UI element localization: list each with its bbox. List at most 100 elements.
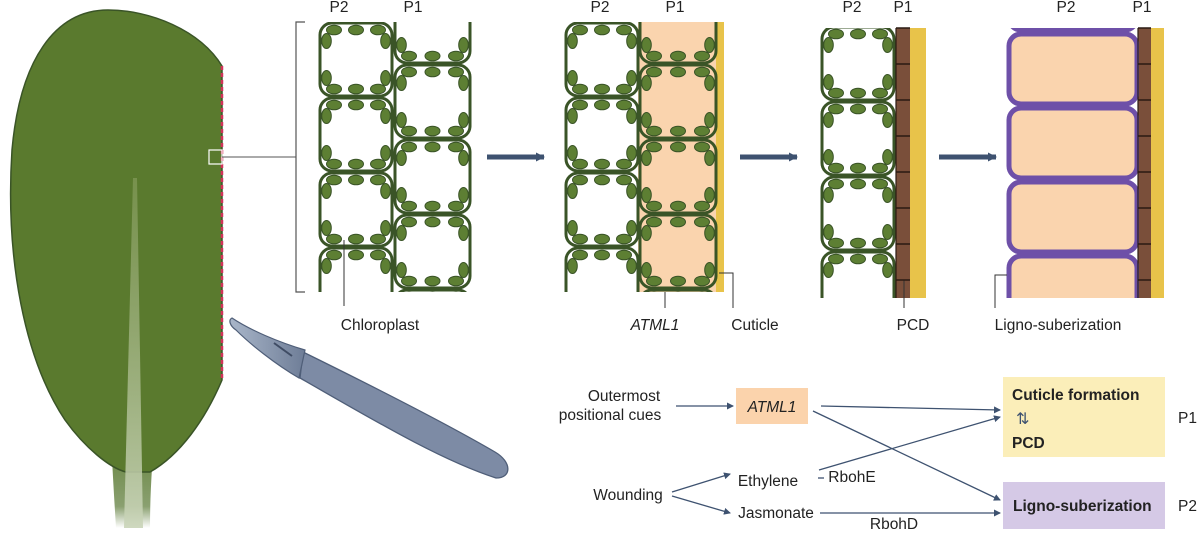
chloroplast — [401, 141, 417, 153]
chloroplast — [617, 309, 632, 319]
chloroplast — [828, 178, 844, 190]
chloroplast — [850, 178, 866, 190]
chloroplast — [823, 224, 834, 240]
mesophyll-cell — [564, 246, 640, 319]
chloroplast — [642, 338, 652, 353]
chloroplast — [704, 112, 715, 128]
chloroplast — [642, 1, 652, 16]
chloroplast — [641, 37, 652, 53]
chloroplast — [572, 83, 588, 95]
mesophyll-cell — [564, 96, 640, 173]
chloroplast — [823, 112, 834, 128]
chloroplast — [326, 24, 342, 36]
chloroplast — [850, 237, 866, 249]
chloroplast — [424, 141, 441, 153]
cuticle-label: Cuticle — [731, 317, 778, 334]
cuticle-callout-line — [719, 272, 734, 308]
chloroplast — [458, 37, 469, 53]
chloroplast — [371, 9, 386, 19]
chloroplast — [380, 145, 391, 161]
ligno-callout-line — [994, 274, 1007, 308]
chloroplast — [626, 220, 637, 236]
chloroplast — [641, 225, 652, 241]
chloroplast — [882, 187, 893, 203]
mesophyll-cell — [638, 63, 718, 140]
chloroplast — [595, 309, 610, 319]
mesophyll-cell — [393, 213, 472, 290]
mesophyll-cell — [318, 22, 394, 98]
chloroplast — [882, 149, 893, 165]
panel-2-p1-label: P1 — [666, 0, 685, 16]
cuticle-layer — [910, 28, 926, 298]
chloroplast — [851, 313, 866, 323]
chloroplast — [873, 13, 888, 23]
chloroplast — [321, 108, 332, 124]
suberized-cell — [1006, 31, 1139, 107]
chloroplast — [396, 37, 407, 53]
chloroplast — [694, 125, 710, 137]
panel-4-ligno-suberization: P2 P1 Ligno-suberization — [994, 0, 1164, 334]
chloroplast — [396, 225, 407, 241]
chloroplast — [573, 309, 588, 319]
chloroplast — [396, 187, 407, 203]
chloroplast-label: Chloroplast — [341, 317, 420, 334]
chloroplast — [850, 28, 866, 40]
chloroplast — [572, 174, 588, 186]
mesophyll-cell — [820, 28, 896, 102]
chloroplast — [448, 200, 464, 212]
chloroplast — [828, 87, 844, 99]
chloroplast — [449, 351, 464, 361]
chloroplast — [694, 66, 710, 78]
chloroplast — [646, 50, 662, 62]
signaling-pathway: Outermost positional cues ATML1 Wounding… — [559, 377, 1197, 533]
chloroplast — [651, 291, 657, 292]
chloroplast — [594, 174, 610, 186]
chloroplast — [322, 296, 332, 311]
arrow-wounding-to-ethylene — [671, 472, 731, 493]
chloroplast — [459, 1, 469, 16]
chloroplast — [850, 103, 866, 115]
chloroplast — [348, 249, 364, 261]
rbohE-label: RbohE — [828, 469, 875, 486]
chloroplast — [646, 200, 662, 212]
chloroplast — [370, 99, 386, 111]
chloroplast — [573, 9, 588, 19]
chloroplast — [401, 66, 417, 78]
chloroplast — [572, 249, 588, 261]
chloroplast — [823, 74, 834, 90]
chloroplast — [326, 233, 342, 245]
panel-4-p1-label: P1 — [1133, 0, 1152, 16]
chloroplast — [572, 99, 588, 111]
mesophyll-cell — [564, 171, 640, 248]
chloroplast — [882, 262, 893, 278]
arrow-ethylene-to-pcd — [818, 415, 1001, 471]
chloroplast — [670, 216, 686, 228]
chloroplast — [616, 249, 632, 261]
leaf-midrib — [124, 178, 143, 528]
panel-4-p2-label: P2 — [1057, 0, 1076, 16]
arrow-atml1-to-cuticle — [820, 405, 1001, 414]
chloroplast — [458, 187, 469, 203]
chloroplast — [348, 233, 364, 245]
pcd-cell-layer — [896, 28, 910, 298]
chloroplast — [370, 83, 386, 95]
chloroplast — [647, 0, 662, 2]
chloroplast — [396, 150, 407, 166]
chloroplast — [670, 275, 686, 287]
chloroplast — [453, 291, 459, 292]
chloroplast — [396, 262, 407, 278]
scalpel-blade — [229, 317, 306, 379]
chloroplast — [641, 150, 652, 166]
chloroplast — [458, 262, 469, 278]
chloroplast — [626, 258, 637, 274]
chloroplast — [616, 83, 632, 95]
chloroplast — [448, 141, 464, 153]
leaf-blade — [9, 9, 223, 473]
chloroplast — [594, 99, 610, 111]
cuticle-pcd-box — [1003, 377, 1165, 457]
scalpel-icon — [229, 317, 509, 479]
wounding-label: Wounding — [593, 487, 663, 504]
mesophyll-cell — [642, 288, 714, 353]
chloroplast — [380, 220, 391, 236]
mesophyll-cell — [638, 213, 718, 290]
